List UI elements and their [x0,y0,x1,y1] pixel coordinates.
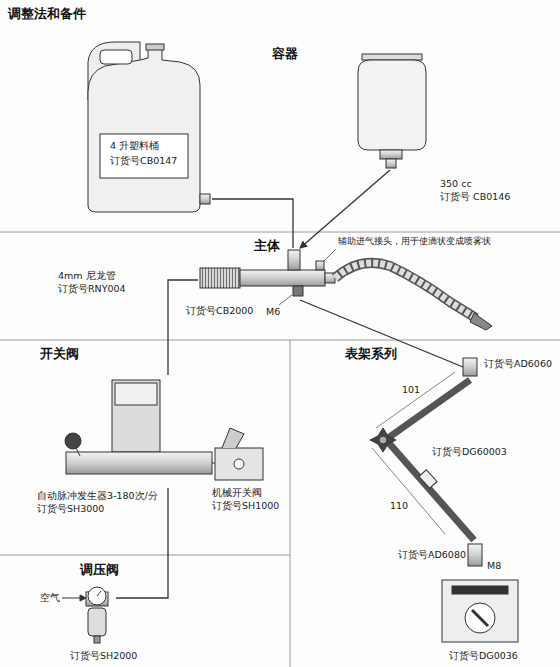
order-number: 订货号CB0147 [110,155,177,166]
order-number: 订货号 CB0146 [440,191,510,202]
regulator-drawing [62,587,108,643]
magnetic-base-part: 订货号DG0036 [442,578,520,644]
part-name: 4mm 尼龙管 [58,270,116,281]
port-name: 空气 [40,592,60,603]
section-heading: 容器 [272,46,298,62]
tube-connector [300,300,463,367]
order-number: 订货号AD6060 [484,358,552,369]
tube-connector [212,199,293,248]
part-name: 机械开关阀 [212,487,262,498]
order-number: 订货号DG60003 [432,446,507,457]
main-body-drawing [200,249,492,330]
order-number: 订货号DG0036 [449,650,518,661]
section-heading: 主体 [254,238,280,254]
dimension: 101 [402,384,420,395]
thread-size: M6 [266,306,280,317]
order-number: 订货号CB2000 [186,305,253,316]
switch-valve-drawing [65,380,263,480]
fitting-part: 订货号AD6060 [463,356,555,378]
order-number: 订货号AD6080 [398,549,466,560]
jug-part: 4 升塑料桶订货号CB0147 [86,40,212,214]
order-number: 订货号RNY004 [58,283,126,294]
stand-arm-part: 订货号DG60003 [372,378,510,544]
part-name: 4 升塑料桶 [110,140,159,151]
stand-drawing [370,358,518,642]
bottle-part: 350 cc订货号 CB0146 [352,52,430,170]
mechanical-valve-part: 机械开关阀订货号SH1000 [212,425,268,482]
section-heading: 开关阀 [40,346,79,362]
part-name: 350 cc [440,178,472,189]
order-number: 订货号SH1000 [212,500,279,511]
order-number: 订货号SH2000 [70,650,137,661]
pulse-generator-part: 自动脉冲发生器3-180次/分订货号SH3000 [62,375,170,488]
note-text: 辅助进气接头，用于使滴状变成喷雾状 [338,236,491,246]
order-number: 订货号SH3000 [37,503,104,514]
thread-size: M8 [487,560,501,571]
page-title: 调整法和备件 [8,6,86,22]
dimension: 110 [390,500,408,511]
section-heading: 表架系列 [345,346,397,362]
tube-connector [168,280,198,375]
jug-drawing [88,42,210,212]
part-name: 自动脉冲发生器3-180次/分 [37,490,158,501]
section-heading: 调压阀 [80,562,119,578]
section-lines [0,232,560,667]
fitting-part: 订货号AD6080 [468,544,484,566]
regulator-part: 订货号SH2000 [78,585,116,645]
main-body-part: 订货号CB2000 [198,248,340,300]
bottle-drawing [358,54,426,168]
tube-connector [116,488,168,598]
